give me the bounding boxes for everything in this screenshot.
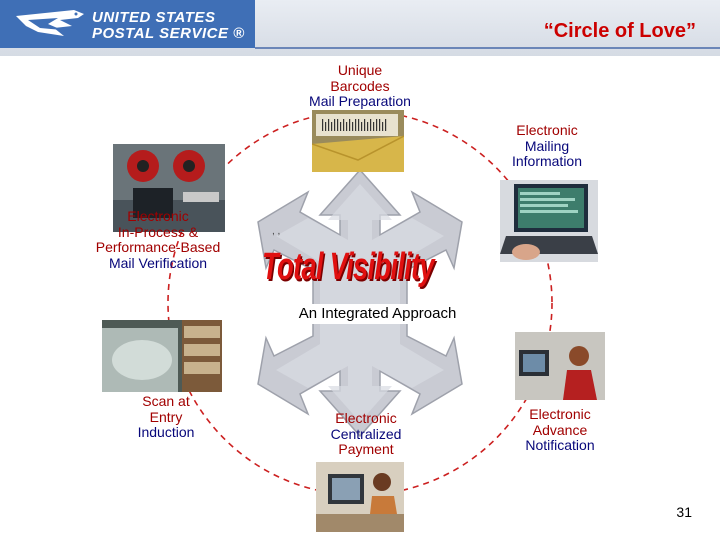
usps-logo: UNITED STATES POSTAL SERVICE ® [0, 0, 255, 48]
logo-text-united-states: UNITED STATES [92, 9, 216, 26]
node-bottom-right-label: Electronic Advance Notification [510, 406, 610, 454]
node-bottom-right-line-3: Notification [525, 437, 595, 453]
total-visibility-title: Total Visibility [262, 246, 435, 288]
laptop-icon [500, 180, 598, 262]
computer-desk-photo [316, 462, 404, 532]
mail-trays-icon [102, 320, 222, 392]
six-way-arrow-shape [257, 168, 463, 438]
integrated-approach-label: An Integrated Approach [270, 304, 485, 324]
node-bottom-left-line-1: Scan at [142, 393, 190, 409]
node-top-line-1: Unique [337, 62, 383, 78]
node-bottom-left-line-2: Entry [149, 408, 183, 425]
node-top-right-line-2: Mailing [524, 137, 570, 154]
logo-text-postal-service: POSTAL SERVICE ® [92, 25, 245, 42]
node-bottom-label: Electronic Centralized Payment [316, 410, 416, 458]
header-divider [255, 47, 720, 49]
node-left-line-4: Mail Verification [108, 254, 208, 271]
eagle-logo-icon [16, 10, 84, 36]
barcode-envelope-photo [312, 110, 404, 172]
machine-icon [113, 144, 225, 232]
mail-trays-photo [102, 320, 222, 392]
slide-title: “Circle of Love” [543, 20, 696, 42]
node-top-line-2: Barcodes [330, 77, 390, 94]
node-bottom-left-label: Scan at Entry Induction [124, 393, 208, 441]
node-top-label: Unique Barcodes Mail Preparation [296, 62, 424, 110]
envelope-icon [312, 110, 404, 172]
office-worker-icon [515, 332, 605, 400]
node-bottom-right-line-2: Advance [532, 421, 588, 438]
node-left-label: Electronic In-Process & Performance-Base… [80, 208, 236, 271]
sorting-machine-photo [113, 144, 225, 232]
node-bottom-line-2: Centralized [330, 425, 402, 442]
node-top-right-line-1: Electronic [516, 122, 578, 138]
node-bottom-right-line-1: Electronic [529, 406, 591, 422]
node-bottom-line-1: Electronic [335, 410, 397, 426]
small-marker-text: , , [272, 226, 281, 237]
node-left-line-1: Electronic [127, 208, 189, 224]
page-number: 31 [676, 504, 692, 520]
node-left-line-3: Performance-Based [95, 239, 221, 255]
laptop-photo [500, 180, 598, 262]
node-bottom-line-3: Payment [338, 441, 394, 457]
computer-desk-icon [316, 462, 404, 532]
node-left-line-2: In-Process & [117, 223, 199, 240]
node-top-line-3: Mail Preparation [309, 93, 411, 109]
node-top-right-label: Electronic Mailing Information [497, 122, 597, 170]
node-top-right-line-3: Information [511, 153, 583, 169]
office-worker-photo [515, 332, 605, 400]
slide-header: UNITED STATES POSTAL SERVICE ® “Circle o… [0, 0, 720, 56]
node-bottom-left-line-3: Induction [137, 424, 195, 440]
